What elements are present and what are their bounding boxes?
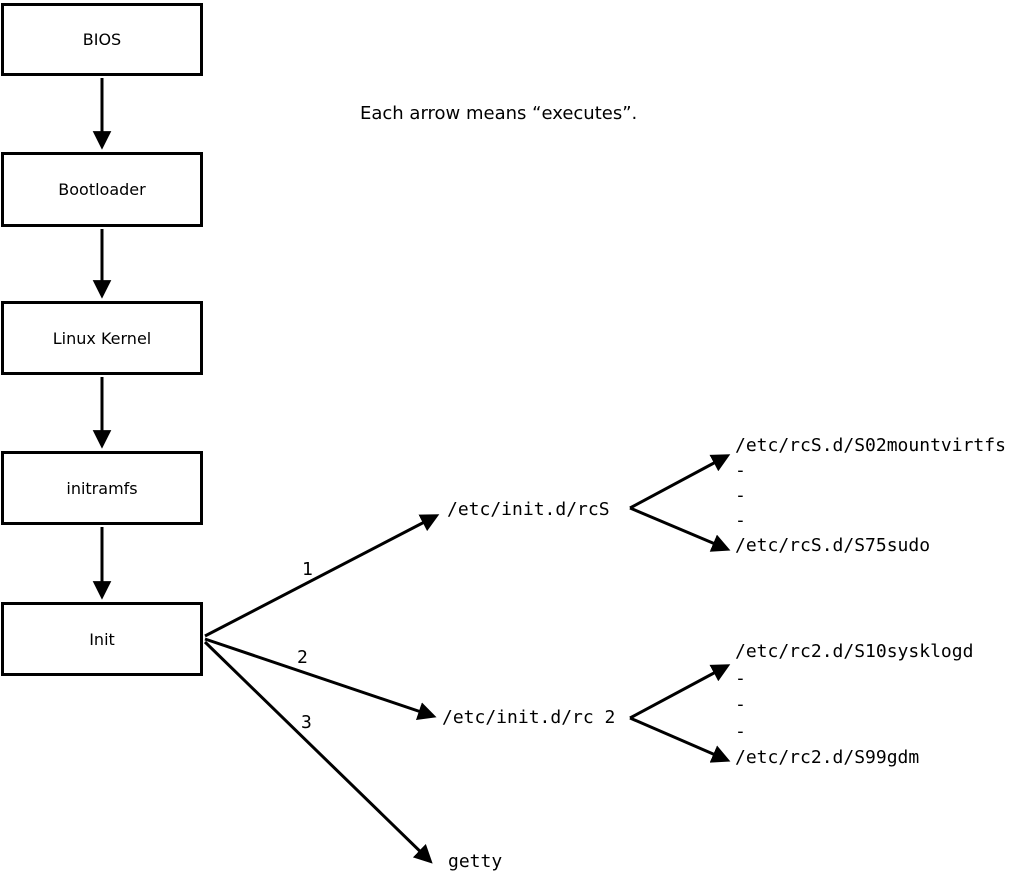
node-getty: getty [448, 851, 503, 872]
branch-label-3: 3 [301, 712, 312, 733]
node-bios: BIOS [1, 3, 203, 76]
node-etc-init-d-rc2: /etc/init.d/rc 2 [442, 707, 616, 728]
rc2-script-ellipsis-dash: - [735, 720, 746, 742]
node-bios-label: BIOS [82, 30, 122, 49]
rc2-script-list: /etc/rc2.d/S10sysklogd - - - /etc/rc2.d/… [735, 639, 973, 772]
node-linux-kernel-label: Linux Kernel [52, 328, 152, 348]
arrow-init-to-getty [203, 640, 433, 864]
arrow-init-to-rc2 [204, 637, 437, 721]
branch-label-2: 2 [297, 647, 308, 668]
node-bootloader-label: Bootloader [58, 180, 146, 199]
rcS-script-ellipsis-dash: - [735, 460, 746, 481]
arrow-init-to-rcS [204, 514, 440, 638]
rc2-script-ellipsis-dash: - [735, 694, 746, 715]
node-initramfs: initramfs [1, 451, 203, 525]
rcS-script-last: /etc/rcS.d/S75sudo [735, 535, 931, 556]
node-etc-init-d-rcS: /etc/init.d/rcS [447, 499, 610, 520]
arrow-rcS-to-first-script [629, 454, 731, 510]
rcS-script-ellipsis-dash: - [735, 510, 746, 531]
node-init: Init [1, 602, 203, 676]
rc2-script-first: /etc/rc2.d/S10sysklogd [735, 641, 974, 662]
arrow-rc2-to-last-script [629, 716, 731, 763]
rc2-script-ellipsis-dash: - [735, 667, 746, 689]
node-init-label: Init [89, 629, 115, 649]
rcS-script-first: /etc/rcS.d/S02mountvirtfs [735, 435, 1006, 456]
rcS-script-ellipsis-dash: - [735, 485, 746, 506]
rc2-script-last: /etc/rc2.d/S99gdm [735, 747, 920, 768]
branch-label-1: 1 [302, 559, 313, 580]
rcS-script-list: /etc/rcS.d/S02mountvirtfs - - - /etc/rcS… [735, 433, 1006, 558]
node-initramfs-label: initramfs [66, 478, 138, 498]
arrow-rc2-to-first-script [629, 664, 731, 720]
node-linux-kernel: Linux Kernel [1, 301, 203, 375]
arrow-rcS-to-last-script [629, 506, 731, 552]
node-bootloader: Bootloader [1, 152, 203, 227]
legend-note: Each arrow means “executes”. [360, 103, 638, 124]
